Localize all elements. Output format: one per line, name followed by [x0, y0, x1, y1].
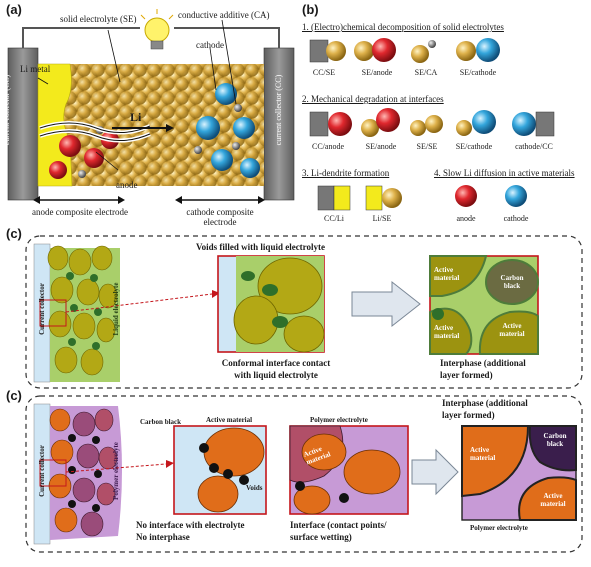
c2-no-interphase: No interphase [136, 532, 190, 542]
cathode-particle [240, 158, 260, 178]
panel-a-illustration [7, 9, 295, 204]
s1-item-2: SE/CA [414, 68, 438, 77]
section4-title: 4. Slow Li diffusion in active materials [434, 168, 575, 178]
c1-active-material-top: Active material [434, 266, 460, 282]
label-solid-electrolyte: solid electrolyte (SE) [60, 14, 137, 24]
c1-conformal-line2: with liquid electrolyte [234, 370, 318, 380]
anode-particle [49, 161, 67, 179]
ca-particle [232, 142, 240, 150]
cathode-particle [196, 116, 220, 140]
c2-interphase-line1: Interphase (additional [442, 398, 528, 408]
s1-item-3: SE/cathode [459, 68, 497, 77]
c2-active-material: Active material [206, 416, 253, 424]
s1-item-0: CC/SE [312, 68, 336, 77]
label-cathode-composite: cathode composite electrode [186, 207, 254, 227]
s2-item-0: CC/anode [312, 142, 344, 151]
c1-carbon-black: Carbon black [500, 274, 524, 290]
label-li-metal: Li metal [20, 64, 51, 74]
section1-icons [309, 38, 500, 63]
panel-a-tag: (a) [6, 2, 22, 17]
c1-active-material-left: Active material [434, 324, 460, 340]
ca-particle [78, 170, 86, 178]
c1-active-material-right: Active material [499, 322, 525, 338]
c2-interface-line1: Interface (contact points/ [290, 520, 387, 530]
external-wire [22, 27, 140, 48]
s2-item-3: SE/cathode [455, 142, 493, 151]
section3-4-icons [317, 185, 527, 211]
anode-particle [59, 135, 81, 157]
anode-particle [84, 148, 104, 168]
light-bulb-icon [140, 9, 174, 50]
c2-polymer-electrolyte-bottom: Polymer electrolyte [470, 524, 528, 532]
s4-item-0: anode [456, 214, 476, 223]
panel-b-tag: (b) [302, 2, 319, 17]
label-li: Li [130, 110, 142, 124]
panel-c1-tag: (c) [6, 226, 22, 241]
label-cathode: cathode [196, 40, 224, 50]
current-collector-right [263, 47, 295, 201]
section2-icons [309, 108, 555, 137]
panel-c2-tag: (c) [6, 388, 22, 403]
label-anode: anode [116, 180, 138, 190]
s3-item-0: CC/Li [323, 214, 344, 223]
c1-process-arrow [351, 280, 421, 328]
section3-title: 3. Li-dendrite formation [302, 168, 390, 178]
panel-c1-frame [25, 235, 583, 389]
c1-conformal-line1: Conformal interface contact [221, 358, 331, 368]
c2-carbon-black: Carbon black [140, 418, 182, 426]
c2-active-particles [48, 408, 118, 537]
cathode-particle [215, 83, 237, 105]
s2-item-4: cathode/CC [515, 142, 553, 151]
cathode-particle [211, 149, 233, 171]
c2-active-material-right-b: Active material [540, 492, 566, 508]
panel-c1-illustration [25, 235, 583, 389]
c2-interphase-line2: layer formed) [442, 410, 495, 420]
c2-no-interface: No interface with electrolyte [136, 520, 245, 530]
c2-polymer-electrolyte: Polymer electrolyte [112, 442, 120, 500]
label-conductive-additive: conductive additive (CA) [178, 10, 270, 20]
c1-voids-filled: Voids filled with liquid electrolyte [196, 242, 326, 252]
section2-title: 2. Mechanical degradation at interfaces [302, 94, 444, 104]
c2-process-arrow [411, 448, 459, 496]
s1-item-1: SE/anode [361, 68, 393, 77]
c2-current-collector: Current collector [38, 445, 46, 497]
s3-item-1: Li/SE [372, 214, 392, 223]
ca-particle [234, 104, 242, 112]
s2-item-2: SE/SE [416, 142, 438, 151]
ca-particle [194, 146, 202, 154]
label-anode-composite: anode composite electrode [32, 207, 128, 217]
c2-carbon-black-right: Carbon black [543, 432, 567, 448]
s4-item-1: cathode [503, 214, 529, 223]
c1-interphase-line2: layer formed) [440, 370, 493, 380]
c1-interphase-line1: Interphase (additional [440, 358, 526, 368]
section1-title: 1. (Electro)chemical decomposition of so… [302, 22, 504, 32]
s2-item-1: SE/anode [365, 142, 397, 151]
cathode-particle [233, 117, 255, 139]
c2-interface-line2: surface wetting) [290, 532, 352, 542]
c2-voids: Voids [246, 484, 263, 492]
c2-active-material-right-a: Active material [470, 446, 496, 462]
panel-c2-frame [25, 395, 583, 553]
c2-polymer-electrolyte-mid: Polymer electrolyte [310, 416, 368, 424]
